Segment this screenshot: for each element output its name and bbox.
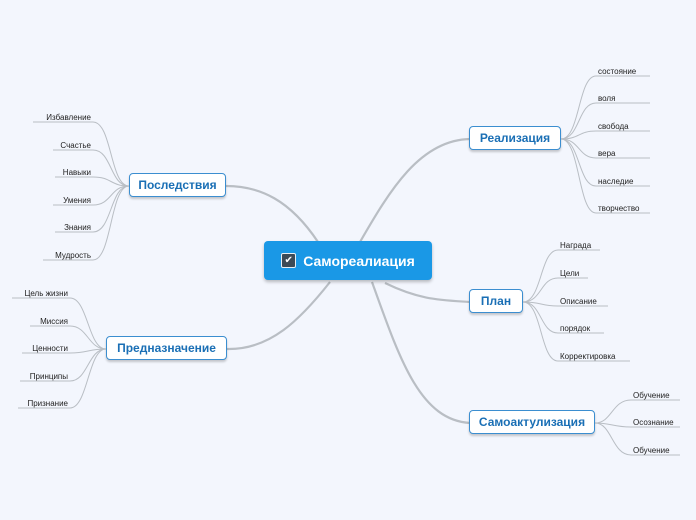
link-central-self-actualization	[370, 281, 471, 425]
leaf-item[interactable]: Описание	[560, 297, 597, 306]
link-leaf	[594, 399, 632, 424]
link-central-realization	[359, 137, 471, 243]
link-leaf	[92, 176, 130, 187]
link-leaf	[594, 422, 632, 456]
topic-plan[interactable]: План	[469, 289, 523, 313]
link-leaf	[560, 102, 597, 140]
link-leaf	[92, 185, 130, 233]
link-leaf	[560, 75, 597, 140]
link-central-consequences	[225, 184, 319, 243]
link-leaf	[560, 138, 597, 214]
leaf-item[interactable]: Награда	[560, 241, 592, 250]
link-leaf	[92, 121, 130, 187]
leaf-item[interactable]: Избавление	[46, 113, 91, 122]
leaf-item[interactable]: Счастье	[60, 141, 91, 150]
leaf-item[interactable]: Корректировка	[560, 352, 616, 361]
link-leaf	[522, 277, 559, 303]
leaf-item[interactable]: Обучение	[633, 391, 670, 400]
leaf-item[interactable]: воля	[598, 94, 616, 103]
link-leaf	[560, 138, 597, 187]
leaf-item[interactable]: Принципы	[29, 372, 68, 381]
leaf-item[interactable]: Цель жизни	[24, 289, 68, 298]
leaf-item[interactable]: Цели	[560, 269, 580, 278]
central-topic-label: Самореалиация	[303, 252, 415, 269]
link-leaf	[69, 348, 107, 409]
leaf-item[interactable]: творчество	[598, 204, 640, 213]
central-topic[interactable]: ✔ Самореалиация	[264, 241, 432, 280]
link-leaf	[92, 149, 130, 187]
topic-label: Последствия	[138, 178, 217, 192]
leaf-item[interactable]: Осознание	[633, 418, 674, 427]
link-leaf	[69, 297, 107, 350]
link-central-plan	[384, 282, 471, 304]
link-leaf	[594, 422, 632, 428]
leaf-item[interactable]: Признание	[27, 399, 68, 408]
leaf-item[interactable]: вера	[598, 149, 616, 158]
leaf-item[interactable]: порядок	[560, 324, 591, 333]
link-leaf	[92, 185, 130, 261]
leaf-item[interactable]: Обучение	[633, 446, 670, 455]
topic-realization[interactable]: Реализация	[469, 126, 561, 150]
link-leaf	[522, 301, 559, 334]
leaf-item[interactable]: состояние	[598, 67, 637, 76]
topic-label: План	[480, 294, 512, 308]
topic-self-actualization[interactable]: Самоактулизация	[469, 410, 595, 434]
leaf-item[interactable]: наследие	[598, 177, 634, 186]
topic-label: Предназначение	[117, 341, 216, 355]
leaf-item[interactable]: Ценности	[32, 344, 68, 353]
checkbox-checked-icon: ✔	[281, 253, 297, 268]
leaf-item[interactable]: Миссия	[40, 317, 68, 326]
link-leaf	[522, 301, 559, 362]
link-leaf	[69, 325, 107, 350]
leaf-item[interactable]: свобода	[598, 122, 629, 131]
link-central-purpose	[226, 281, 331, 351]
link-leaf	[69, 348, 107, 382]
topic-consequences[interactable]: Последствия	[129, 173, 226, 197]
leaf-item[interactable]: Навыки	[62, 168, 91, 177]
link-leaf	[560, 130, 597, 140]
topic-label: Реализация	[479, 131, 551, 145]
link-leaf	[522, 249, 559, 303]
leaf-item[interactable]: Умения	[63, 196, 91, 205]
topic-purpose[interactable]: Предназначение	[106, 336, 227, 360]
topic-label: Самоактулизация	[478, 415, 586, 429]
leaf-item[interactable]: Знания	[64, 223, 91, 232]
leaf-item[interactable]: Мудрость	[55, 251, 91, 260]
